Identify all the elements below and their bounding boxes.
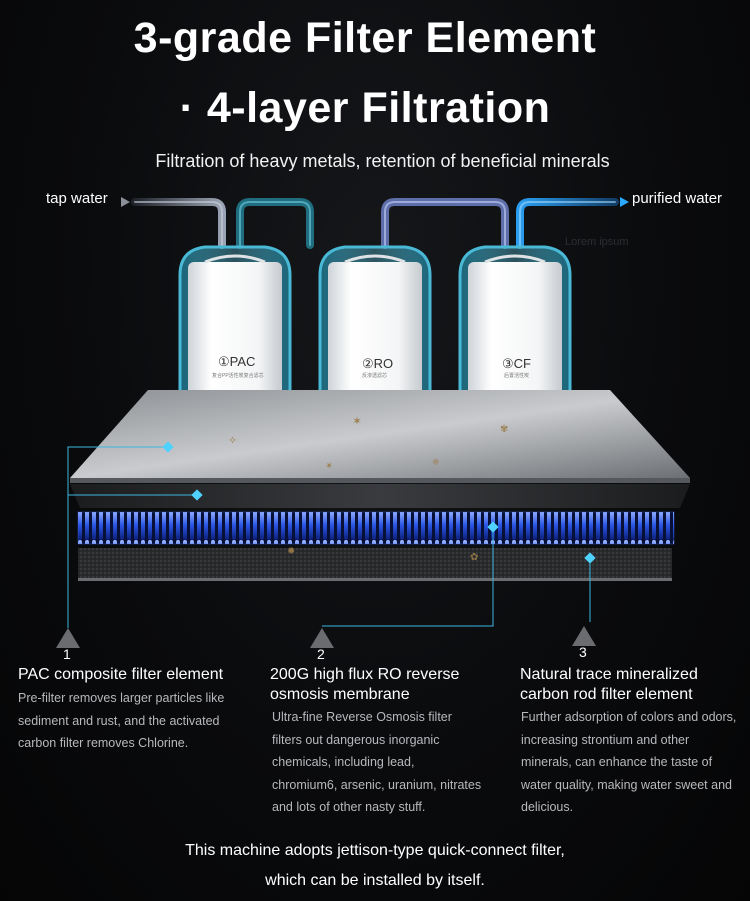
- stage-number: 2: [317, 646, 325, 662]
- stage-description: Ultra-fine Reverse Osmosis filter filter…: [272, 710, 482, 814]
- water-pipes: [131, 198, 619, 249]
- svg-text:✾: ✾: [500, 424, 508, 435]
- footer-line-2: which can be installed by itself.: [265, 872, 485, 889]
- purified-water-label: purified water: [632, 190, 723, 207]
- triangle-marker-icon: [56, 626, 596, 648]
- cartridge-label: ①PAC: [218, 354, 256, 369]
- footer-line-1: This machine adopts jettison-type quick-…: [185, 842, 565, 859]
- layer-ro-membrane: [78, 512, 674, 544]
- svg-text:❈: ❈: [432, 457, 440, 467]
- layer-carbon-rod: [78, 548, 672, 580]
- stage-title: Natural trace mineralized carbon rod fil…: [520, 666, 698, 703]
- cartridge-pac: [178, 245, 292, 397]
- svg-text:✧: ✧: [228, 435, 237, 447]
- layer-activated-carbon-sheet: [70, 484, 690, 508]
- svg-text:✶: ✶: [352, 414, 362, 428]
- svg-text:✴: ✴: [325, 461, 333, 472]
- title-line-1: 3-grade Filter Element: [133, 14, 597, 62]
- stage-number: 3: [579, 644, 587, 660]
- cartridge-label: ②RO: [362, 356, 394, 371]
- stage-number: 1: [63, 646, 71, 662]
- filter-layers: ✶ ✧ ✾ ✴ ❈ ✹ ✿: [70, 390, 690, 581]
- leader-lines: [67, 446, 591, 628]
- arrow-right-icon: [121, 197, 130, 207]
- cartridge-note: 反渗透滤芯: [362, 373, 388, 379]
- tap-water-label: tap water: [46, 190, 108, 207]
- svg-text:✹: ✹: [287, 546, 295, 557]
- cartridge-ro: [318, 245, 432, 397]
- cartridge-cf: [458, 245, 572, 397]
- arrow-right-icon: [620, 197, 629, 207]
- stage-title: 200G high flux RO reverse osmosis membra…: [270, 666, 460, 703]
- placeholder-text: Lorem ipsum: [565, 236, 629, 248]
- diamond-marker-icon: [162, 441, 596, 564]
- subtitle: Filtration of heavy metals, retention of…: [155, 151, 610, 171]
- stage-title: PAC composite filter element: [18, 666, 224, 683]
- title-line-2: · 4-layer Filtration: [179, 84, 551, 132]
- svg-text:✿: ✿: [470, 552, 478, 563]
- stage-description: Pre-filter removes larger particles like…: [18, 691, 225, 750]
- cartridge-label: ③CF: [502, 356, 531, 371]
- cartridge-note: 后置活性炭: [504, 373, 530, 379]
- cartridge-note: 复合PP活性炭复合滤芯: [212, 373, 264, 379]
- stage-description: Further adsorption of colors and odors, …: [521, 710, 737, 814]
- layer-pp-plate: [70, 390, 690, 478]
